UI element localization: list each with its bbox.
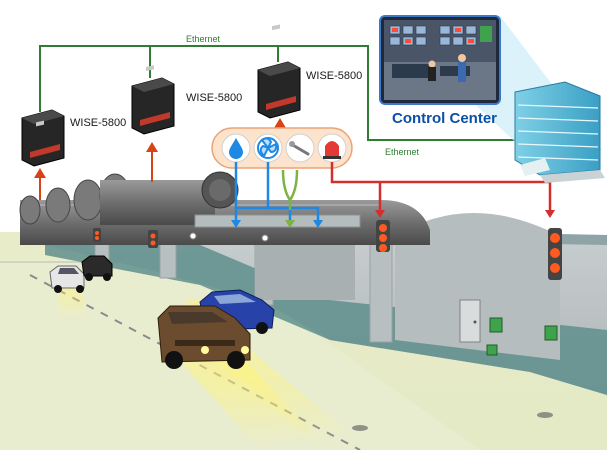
wise-5800-label: WISE-5800 bbox=[306, 70, 362, 82]
alarm-beacon-icon bbox=[323, 141, 341, 159]
thermometer-probe-icon bbox=[289, 141, 310, 156]
wise-controller-3[interactable]: WISE-5800 bbox=[257, 24, 362, 119]
brown-suv bbox=[157, 305, 251, 369]
control-room-icon bbox=[384, 20, 496, 100]
fan-icon bbox=[257, 137, 279, 159]
control-center-building bbox=[514, 81, 605, 183]
wise-5800-controller-icon bbox=[21, 109, 65, 167]
vehicles bbox=[49, 255, 370, 450]
sensor-temperature[interactable] bbox=[285, 133, 315, 163]
ethernet-label-right: Ethernet bbox=[385, 147, 420, 157]
sensor-water[interactable] bbox=[221, 133, 251, 163]
wise-controller-2[interactable]: WISE-5800 bbox=[131, 65, 242, 135]
dark-car bbox=[81, 255, 113, 281]
sensor-fan[interactable] bbox=[253, 133, 283, 163]
control-center-title: Control Center bbox=[392, 110, 497, 127]
control-center[interactable]: Control Center bbox=[379, 15, 605, 183]
white-car bbox=[49, 265, 85, 293]
wise-5800-label: WISE-5800 bbox=[70, 117, 126, 129]
sensor-alarm[interactable] bbox=[317, 133, 347, 163]
water-drop-icon bbox=[229, 138, 243, 159]
ethernet-network bbox=[39, 45, 520, 141]
ethernet-label-top: Ethernet bbox=[186, 34, 221, 44]
wise-controller-1[interactable]: WISE-5800 bbox=[21, 109, 126, 167]
wise-5800-label: WISE-5800 bbox=[186, 92, 242, 104]
wise-5800-controller-icon bbox=[257, 24, 301, 119]
sensor-signal-arrowheads bbox=[231, 210, 555, 228]
sensor-signal-lines bbox=[234, 162, 552, 222]
traffic-lights bbox=[93, 220, 562, 280]
wise-5800-controller-icon bbox=[131, 65, 175, 135]
